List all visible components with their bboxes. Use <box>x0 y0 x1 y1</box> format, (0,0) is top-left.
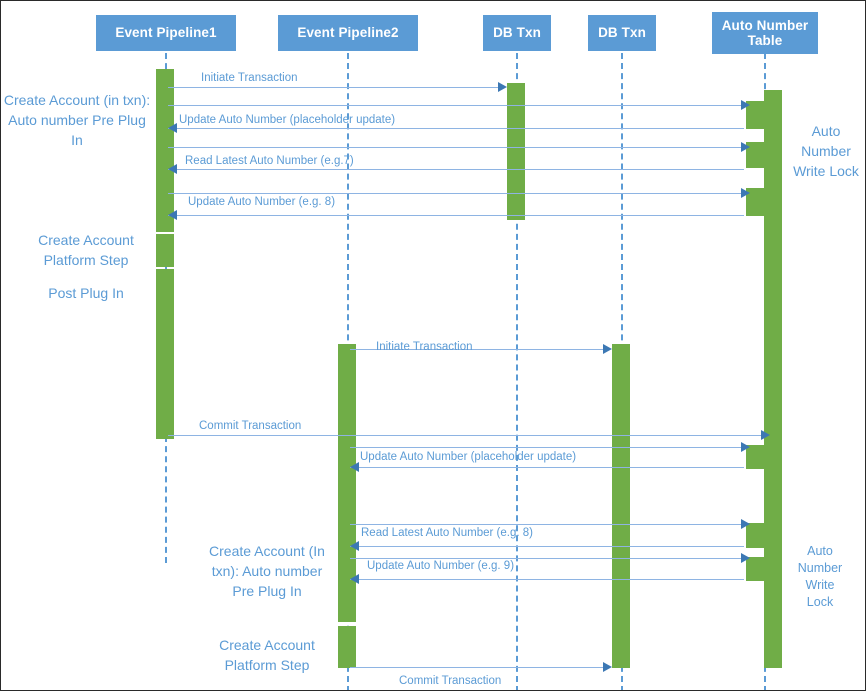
arrow-head-read-latest-auto-number-2 <box>350 541 359 551</box>
arrow-head-update-auto-number-placeholder-1 <box>168 123 177 133</box>
message-label-update-auto-number-placeholder-2: Update Auto Number (placeholder update) <box>360 451 577 463</box>
activation-ep1-platform-step <box>156 234 174 267</box>
arrow-head-lock-request-1 <box>741 100 750 110</box>
lifeline-db-txn-1 <box>516 53 518 690</box>
message-line-read-latest-auto-number-1 <box>168 169 744 170</box>
message-line-initiate-transaction-2 <box>350 349 606 350</box>
arrow-head-lock-request-2 <box>741 442 750 452</box>
message-line-read-latest-auto-number-2 <box>350 546 744 547</box>
write-lock-block-5 <box>746 523 764 548</box>
annotation-create-account-platform-step-2: Create Account Platform Step <box>219 637 315 673</box>
message-line-update-auto-number-placeholder-1 <box>168 128 744 129</box>
message-line-update-auto-number-9 <box>350 579 744 580</box>
arrow-head-commit-transaction-1 <box>761 430 770 440</box>
write-lock-block-2 <box>746 142 764 168</box>
activation-ep2-platform-step <box>338 626 356 668</box>
message-label-update-auto-number-9: Update Auto Number (e.g. 9) <box>367 560 515 572</box>
message-line-update-auto-number-placeholder-2 <box>350 467 744 468</box>
write-lock-block-6 <box>746 557 764 581</box>
arrow-head-initiate-transaction-1 <box>498 82 507 92</box>
arrow-head-update-request-2 <box>741 553 750 563</box>
arrow-head-read-request-1 <box>741 142 750 152</box>
annotation-create-account-pre-plug-in-1: Create Account (in txn): Auto number Pre… <box>3 92 151 148</box>
message-label-commit-transaction-2: Commit Transaction <box>399 675 502 687</box>
message-label-update-auto-number-8: Update Auto Number (e.g. 8) <box>188 196 336 208</box>
arrow-head-initiate-transaction-2 <box>603 344 612 354</box>
annotation-post-plug-in: Post Plug In <box>48 285 124 301</box>
participant-header-db-txn-1[interactable]: DB Txn <box>483 15 551 51</box>
participant-header-event-pipeline2[interactable]: Event Pipeline2 <box>278 15 418 51</box>
write-lock-block-3 <box>746 188 764 216</box>
activation-db-txn-2 <box>612 344 630 668</box>
activation-auto-number-table-lower <box>764 433 782 668</box>
annotation-create-account-platform-step-1: Create Account Platform Step <box>38 232 134 268</box>
message-label-read-latest-auto-number-2: Read Latest Auto Number (e.g. 8) <box>361 527 533 539</box>
message-label-update-auto-number-placeholder-1: Update Auto Number (placeholder update) <box>179 114 396 126</box>
message-line-update-auto-number-8 <box>168 215 744 216</box>
arrow-head-read-latest-auto-number-1 <box>168 164 177 174</box>
activation-auto-number-table-upper <box>764 90 782 433</box>
message-line-update-request-2 <box>350 558 744 559</box>
arrow-head-update-request-1 <box>741 188 750 198</box>
message-label-commit-transaction-1: Commit Transaction <box>199 420 302 432</box>
activation-ep2-pre-plug-in <box>338 344 356 622</box>
annotation-create-account-pre-plug-in-2: Create Account (In txn): Auto number Pre… <box>209 543 325 599</box>
message-line-read-request-2 <box>350 524 744 525</box>
write-lock-block-4 <box>746 445 764 469</box>
activation-db-txn-1 <box>507 83 525 220</box>
message-line-lock-request-2 <box>350 447 744 448</box>
message-label-read-latest-auto-number-1: Read Latest Auto Number (e.g.7) <box>185 155 354 167</box>
participant-header-event-pipeline1[interactable]: Event Pipeline1 <box>96 15 236 51</box>
message-label-initiate-transaction-2: Initiate Transaction <box>376 341 473 353</box>
message-line-commit-transaction-2 <box>350 667 606 668</box>
activation-ep1-pre-plug-in <box>156 69 174 232</box>
arrow-head-update-auto-number-8 <box>168 210 177 220</box>
annotation-auto-number-write-lock-1: Auto Number Write Lock <box>793 123 859 179</box>
message-line-update-request-1 <box>168 193 744 194</box>
message-line-lock-request-1 <box>168 105 744 106</box>
write-lock-block-1 <box>746 101 764 129</box>
activation-ep1-post-plug-in <box>156 269 174 439</box>
message-line-initiate-transaction-1 <box>168 87 501 88</box>
arrow-head-update-auto-number-9 <box>350 574 359 584</box>
annotation-auto-number-write-lock-2: Auto Number Write Lock <box>797 544 843 609</box>
participant-header-db-txn-2[interactable]: DB Txn <box>588 15 656 51</box>
arrow-head-read-request-2 <box>741 519 750 529</box>
arrow-head-update-auto-number-placeholder-2 <box>350 462 359 472</box>
message-label-initiate-transaction-1: Initiate Transaction <box>201 72 298 84</box>
message-line-commit-transaction-1 <box>168 435 765 436</box>
participant-header-auto-number-table[interactable]: Auto Number Table <box>712 12 818 54</box>
arrow-head-commit-transaction-2 <box>603 662 612 672</box>
message-line-read-request-1 <box>168 147 744 148</box>
